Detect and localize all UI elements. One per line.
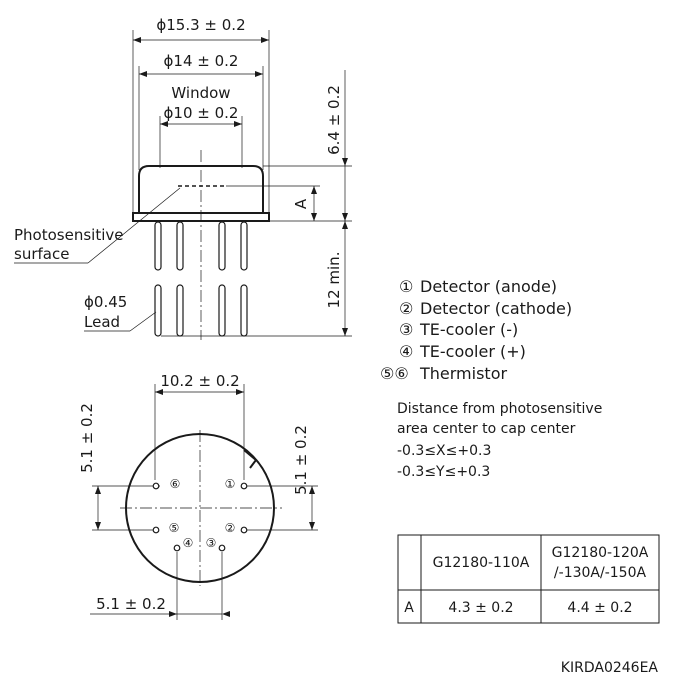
pin-hole-5 bbox=[152, 526, 160, 534]
pin-label-3: ③ bbox=[206, 536, 217, 550]
lead bbox=[240, 221, 248, 271]
arrow bbox=[311, 186, 317, 194]
arrow bbox=[342, 158, 348, 166]
pin-legend-label: Thermistor bbox=[419, 364, 507, 383]
dim-lead-length-label: 12 min. bbox=[325, 252, 343, 309]
pin-hole-6 bbox=[152, 482, 160, 490]
dim-a-label: A bbox=[292, 198, 310, 209]
pin-label-1: ① bbox=[225, 477, 236, 491]
photosensitive-label-line1: Photosensitive bbox=[14, 226, 123, 244]
arrow bbox=[309, 522, 315, 530]
arrow bbox=[222, 611, 230, 617]
leads bbox=[154, 221, 248, 337]
pin-legend-num: ④ bbox=[399, 342, 413, 361]
lead-label: Lead bbox=[84, 313, 120, 331]
arrow bbox=[261, 37, 269, 43]
pin-legend-num: ⑤⑥ bbox=[380, 364, 409, 383]
photosensitive-label-line2: surface bbox=[14, 245, 69, 263]
arrow bbox=[342, 213, 348, 221]
note-line: -0.3≤X≤+0.3 bbox=[397, 443, 491, 459]
arrow bbox=[311, 213, 317, 221]
note-line: -0.3≤Y≤+0.3 bbox=[397, 464, 490, 480]
dim-window-label: ϕ10 ± 0.2 bbox=[164, 104, 239, 122]
arrow bbox=[160, 121, 168, 127]
arrow bbox=[234, 121, 242, 127]
dim-bottom-label: 5.1 ± 0.2 bbox=[96, 595, 166, 613]
pin-legend-label: TE-cooler (-) bbox=[419, 320, 518, 339]
table-cell: 4.4 ± 0.2 bbox=[567, 600, 632, 616]
arrow bbox=[236, 389, 244, 395]
pin-label-4: ④ bbox=[183, 536, 194, 550]
table-header-110a: G12180-110A bbox=[433, 555, 530, 571]
arrow bbox=[133, 37, 141, 43]
pin-legend: ① Detector (anode) ② Detector (cathode) … bbox=[380, 277, 572, 383]
lead bbox=[154, 221, 162, 271]
dim-outer-label: ϕ15.3 ± 0.2 bbox=[156, 16, 245, 34]
window-label: Window bbox=[171, 84, 230, 102]
pin-label-6: ⑥ bbox=[170, 477, 181, 491]
pin-legend-num: ② bbox=[399, 299, 413, 318]
pin-hole-3 bbox=[218, 544, 226, 552]
pin-label-2: ② bbox=[225, 521, 236, 535]
lead bbox=[240, 284, 248, 337]
lead-dia-label: ϕ0.45 bbox=[84, 293, 127, 311]
table-header-120a: G12180-120A bbox=[552, 545, 649, 561]
lead bbox=[218, 221, 226, 271]
pin-hole-4 bbox=[173, 544, 181, 552]
table-row-label: A bbox=[404, 600, 414, 616]
flange bbox=[132, 212, 270, 222]
pin-legend-label: Detector (cathode) bbox=[420, 299, 572, 318]
document-code: KIRDA0246EA bbox=[561, 660, 659, 676]
dim-height-label: 6.4 ± 0.2 bbox=[325, 85, 343, 155]
table-cell: 4.3 ± 0.2 bbox=[448, 600, 513, 616]
pin-hole-1 bbox=[240, 482, 248, 490]
lead bbox=[154, 284, 162, 337]
bottom-view: 10.2 ± 0.2 5.1 ± 0.2 5.1 ± 0.2 5.1 ± 0.2 bbox=[78, 372, 318, 620]
table-border bbox=[397, 534, 660, 624]
arrow bbox=[169, 611, 177, 617]
side-view: ϕ15.3 ± 0.2 ϕ14 ± 0.2 Window ϕ10 ± 0.2 6… bbox=[14, 16, 352, 340]
leader-line-lead bbox=[129, 311, 157, 332]
lead bbox=[176, 284, 184, 337]
pin-legend-num: ③ bbox=[399, 320, 413, 339]
note-line: area center to cap center bbox=[397, 421, 576, 437]
arrow bbox=[139, 71, 147, 77]
lead bbox=[218, 284, 226, 337]
dim-top-label: 10.2 ± 0.2 bbox=[160, 372, 239, 390]
index-tab bbox=[243, 449, 258, 469]
arrow bbox=[95, 522, 101, 530]
arrow bbox=[342, 328, 348, 336]
dim-right-label: 5.1 ± 0.2 bbox=[292, 425, 310, 495]
pin-legend-num: ① bbox=[399, 277, 413, 296]
arrow bbox=[255, 71, 263, 77]
cap-body bbox=[138, 165, 264, 214]
table-header-130a-150a: /-130A/-150A bbox=[554, 565, 647, 581]
dim-left-label: 5.1 ± 0.2 bbox=[78, 403, 96, 473]
pin-legend-label: Detector (anode) bbox=[420, 277, 557, 296]
pin-label-5: ⑤ bbox=[169, 521, 180, 535]
dimension-table: G12180-110A G12180-120A /-130A/-150A A 4… bbox=[397, 534, 660, 624]
lead bbox=[176, 221, 184, 271]
arrow bbox=[309, 486, 315, 494]
note-line: Distance from photosensitive bbox=[397, 401, 602, 417]
dim-cap-label: ϕ14 ± 0.2 bbox=[164, 52, 239, 70]
arrow bbox=[95, 486, 101, 494]
pin-legend-label: TE-cooler (+) bbox=[419, 342, 526, 361]
arrow bbox=[155, 389, 163, 395]
leader-line-photosensitive bbox=[87, 187, 181, 264]
note: Distance from photosensitive area center… bbox=[397, 401, 602, 480]
arrow bbox=[342, 221, 348, 229]
pin-hole-2 bbox=[240, 526, 248, 534]
